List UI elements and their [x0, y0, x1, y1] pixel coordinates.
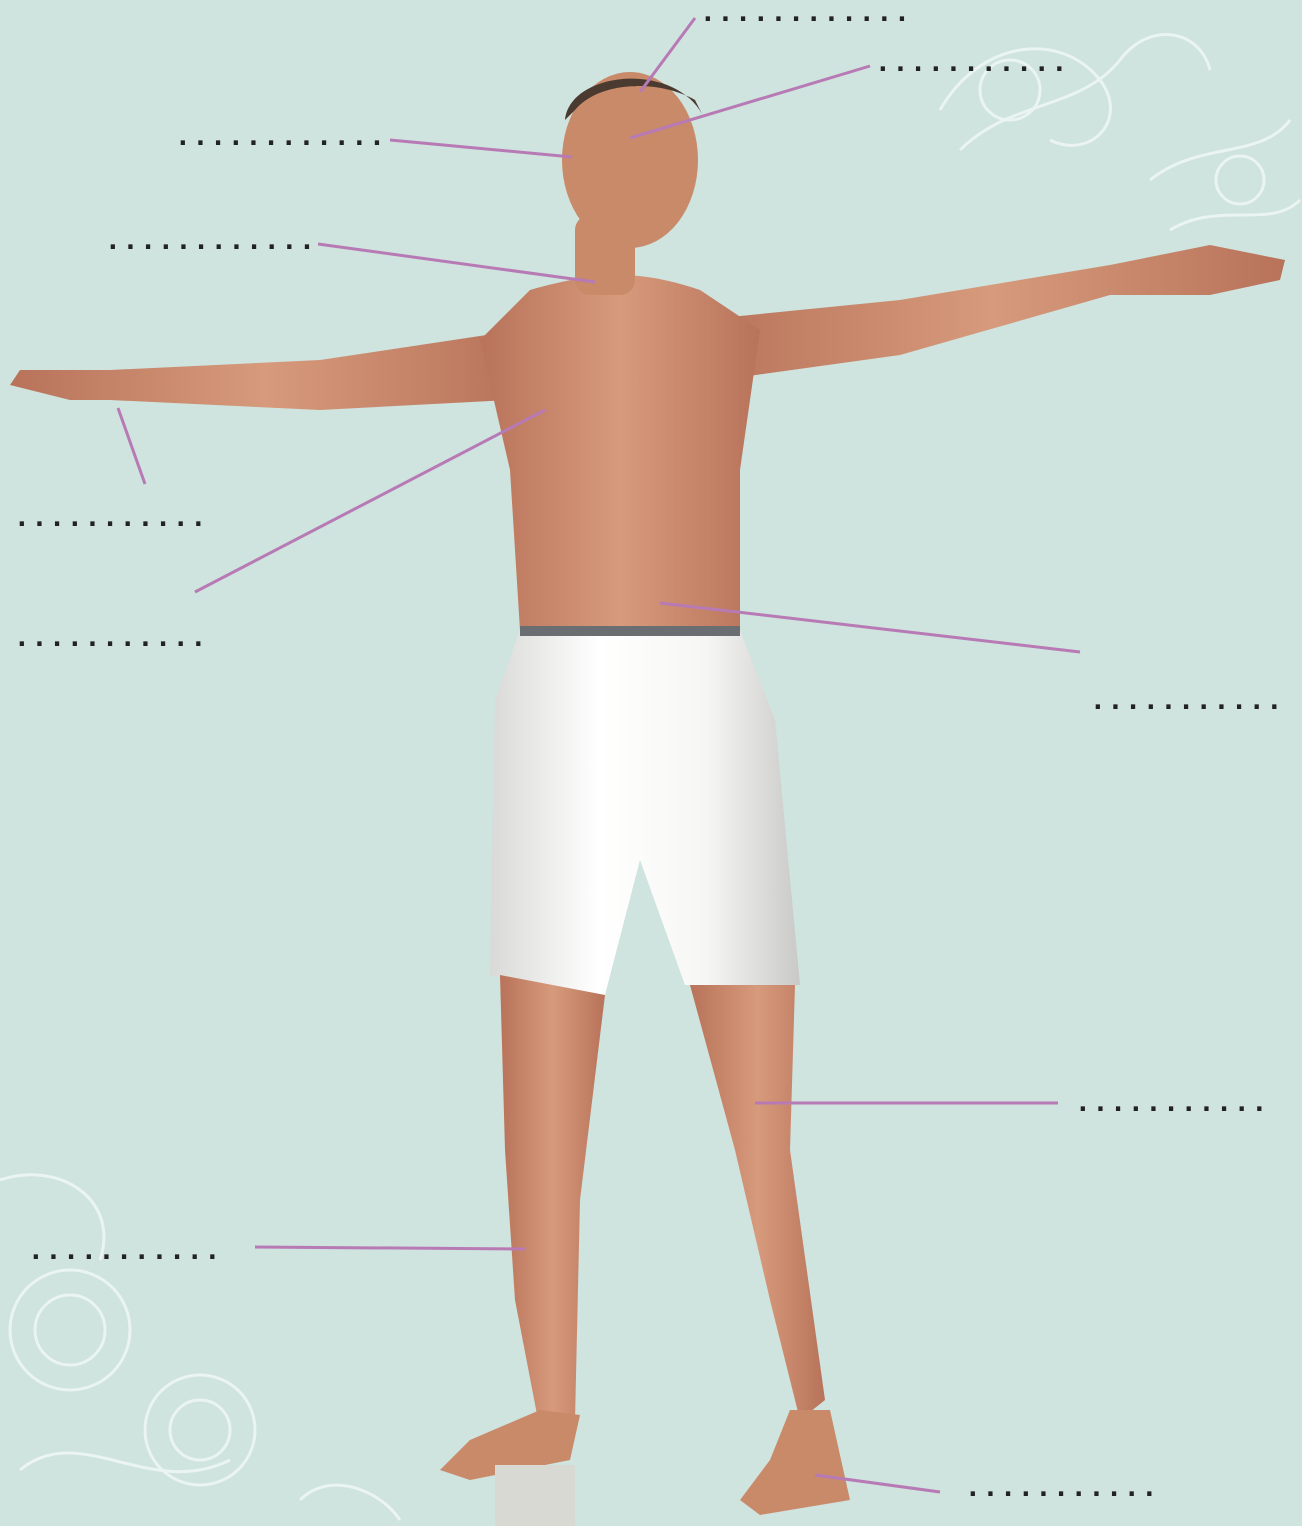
leader-line-leg	[255, 1247, 525, 1249]
leader-line-chest	[195, 410, 545, 592]
blank-chest[interactable]: ...........	[14, 625, 208, 651]
blank-abdomen[interactable]: ...........	[1090, 688, 1284, 714]
right-foot	[740, 1410, 850, 1515]
blank-knee[interactable]: ...........	[1075, 1090, 1269, 1116]
blank-eye[interactable]: ...........	[875, 50, 1069, 76]
blank-nose[interactable]: ............	[175, 124, 387, 150]
waistband	[520, 626, 740, 636]
right-arm	[700, 245, 1285, 380]
person-figure	[10, 72, 1285, 1526]
leader-line-top-of-head	[640, 18, 695, 92]
leader-line-neck	[318, 244, 595, 282]
left-arm	[10, 330, 520, 410]
blank-hand[interactable]: ...........	[14, 505, 208, 531]
leader-line-hand	[118, 408, 145, 484]
left-leg	[500, 975, 605, 1430]
stand-post	[495, 1465, 575, 1526]
right-leg	[690, 985, 825, 1420]
shorts	[490, 630, 800, 995]
blank-top-of-head[interactable]: ............	[700, 0, 912, 26]
decorative-ornament-bottom-left	[0, 1175, 400, 1520]
blank-foot[interactable]: ...........	[965, 1475, 1159, 1501]
blank-leg[interactable]: ...........	[28, 1238, 222, 1264]
torso	[480, 275, 760, 630]
blank-neck[interactable]: ............	[105, 228, 317, 254]
leader-line-nose	[390, 140, 572, 157]
